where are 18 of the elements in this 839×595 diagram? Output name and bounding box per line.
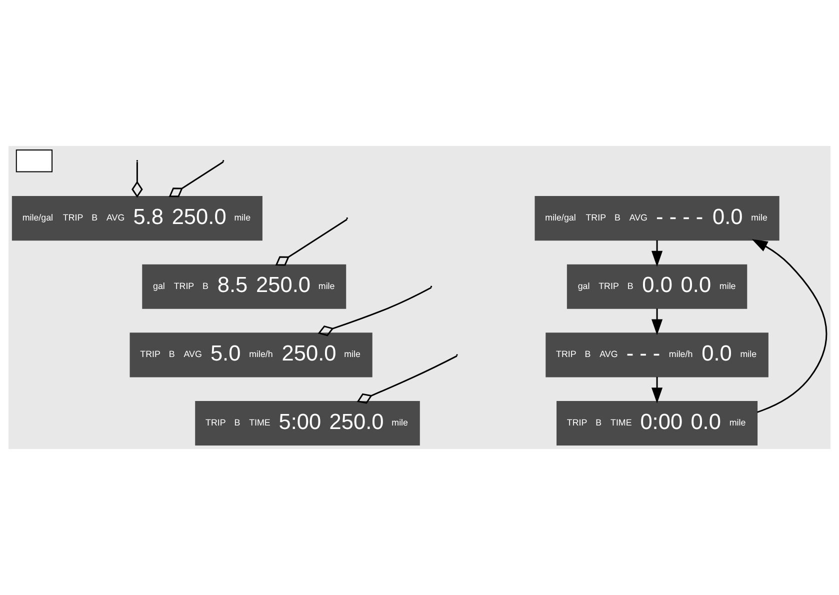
node-box: TRIP B TIME 0:00 0.0 mile xyxy=(556,400,758,446)
arrow xyxy=(752,239,828,413)
node-box xyxy=(16,149,53,172)
connector xyxy=(136,162,138,182)
node-box: mile/gal TRIP B AVG 5.8 250.0 mile xyxy=(12,196,262,241)
connector xyxy=(318,286,432,336)
node-box: TRIP B TIME 5:00 250.0 mile xyxy=(195,400,420,446)
node-box: TRIP B AVG 5.0 mile/h 250.0 mile xyxy=(130,332,372,378)
node-box: TRIP B AVG - - - mile/h 0.0 mile xyxy=(546,332,768,378)
connector xyxy=(275,218,348,266)
connector xyxy=(356,355,458,404)
node-box: mile/gal TRIP B AVG - - - - 0.0 mile xyxy=(534,196,780,241)
node-box: gal TRIP B 0.0 0.0 mile xyxy=(566,264,748,309)
arrow xyxy=(652,376,663,404)
arrow xyxy=(652,308,663,336)
arrow xyxy=(652,240,663,267)
node-box: gal TRIP B 8.5 250.0 mile xyxy=(142,264,346,309)
connector xyxy=(168,161,224,198)
